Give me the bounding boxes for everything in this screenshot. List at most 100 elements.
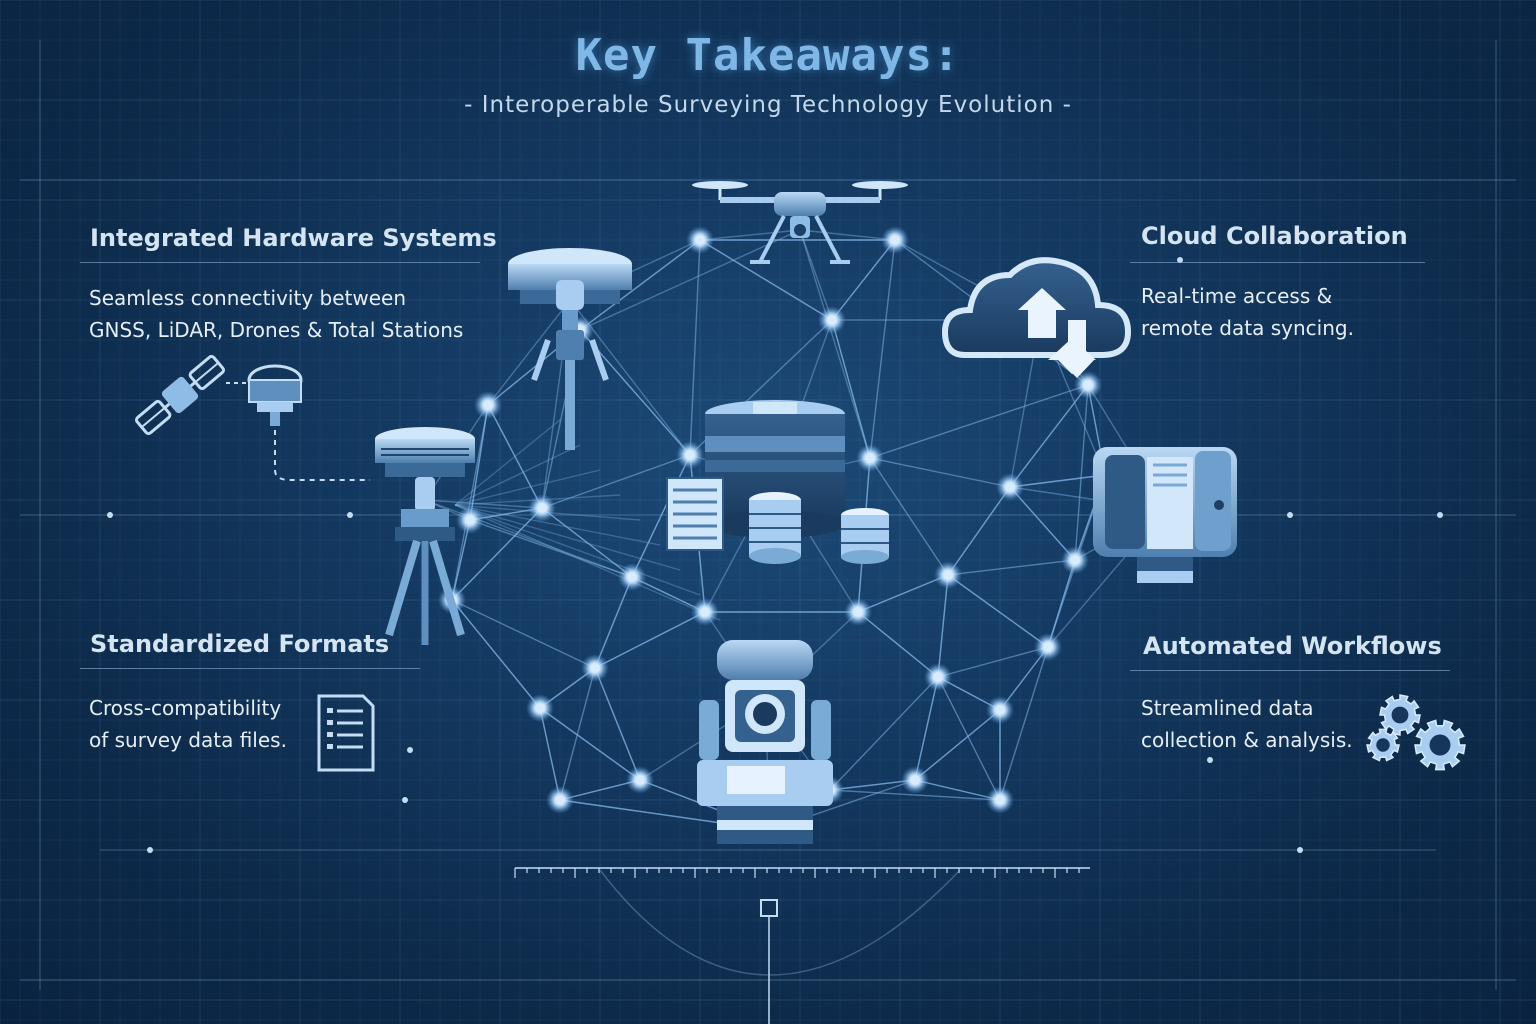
network-node	[910, 775, 920, 785]
gears-icon	[1366, 694, 1466, 771]
workflows-divider	[1130, 670, 1450, 671]
workflows-section-title: Automated Workflows	[1143, 632, 1442, 660]
network-node	[483, 400, 493, 410]
network-link	[424, 499, 543, 509]
network-link	[454, 504, 681, 571]
gnss-receiver-icon	[508, 248, 632, 450]
network-node	[555, 795, 565, 805]
network-link	[829, 789, 1001, 801]
gnss-tripod-icon	[375, 427, 475, 645]
network-link	[1009, 474, 1106, 488]
network-link	[799, 229, 896, 241]
gear-hub	[1391, 706, 1409, 724]
network-link	[869, 239, 896, 459]
network-link	[594, 611, 706, 669]
network-node	[695, 235, 705, 245]
network-node	[627, 572, 637, 582]
document-icon	[317, 694, 375, 772]
formats-section-desc: Cross-compatibility of survey data files…	[89, 692, 287, 756]
grid-marker	[107, 512, 113, 518]
network-link	[937, 574, 949, 678]
network-node	[995, 795, 1005, 805]
network-node	[465, 515, 475, 525]
network-link	[454, 504, 721, 621]
network-link	[454, 504, 661, 546]
network-link	[947, 559, 1076, 576]
network-node	[933, 672, 943, 682]
cloud-section-title: Cloud Collaboration	[1141, 222, 1408, 250]
network-link	[631, 454, 691, 578]
connector-dashed	[274, 430, 370, 481]
grid-marker	[1437, 512, 1443, 518]
network-link	[999, 646, 1049, 801]
lidar-scanner-icon	[1093, 447, 1237, 583]
grid-marker	[347, 512, 353, 518]
network-node	[635, 775, 645, 785]
network-node	[537, 503, 547, 513]
cloud-desc-line-2: remote data syncing.	[1141, 316, 1354, 340]
formats-divider	[80, 668, 420, 669]
cloud-section-desc: Real-time access & remote data syncing.	[1141, 280, 1354, 344]
network-link	[454, 444, 581, 506]
satellite-icon	[134, 354, 226, 436]
network-link	[829, 676, 939, 791]
network-link	[1009, 486, 1076, 561]
network-link	[559, 667, 596, 801]
network-link	[469, 519, 633, 578]
gear-hub	[1376, 738, 1390, 752]
network-link	[869, 457, 949, 576]
network-link	[829, 779, 916, 791]
gnss-antenna-icon	[247, 364, 303, 426]
page-title: Key Takeaways:	[575, 30, 961, 81]
network-link	[914, 676, 939, 781]
target-marker	[760, 899, 778, 917]
network-node	[1005, 482, 1015, 492]
network-link	[539, 707, 641, 781]
network-link	[451, 599, 596, 669]
network-link	[857, 611, 939, 678]
grid-marker	[1297, 847, 1303, 853]
network-link	[799, 229, 871, 459]
network-link	[539, 707, 561, 801]
network-link	[937, 646, 1049, 678]
network-link	[947, 486, 1011, 576]
network-node	[1083, 380, 1093, 390]
network-link	[454, 419, 561, 506]
cloud-divider	[1130, 262, 1425, 263]
network-link	[451, 599, 541, 709]
network-link	[487, 299, 571, 406]
network-node	[853, 607, 863, 617]
grid-marker	[407, 747, 413, 753]
network-link	[541, 454, 691, 509]
network-node	[890, 235, 900, 245]
network-link	[454, 469, 601, 506]
cloud-desc-line-1: Real-time access &	[1141, 284, 1333, 308]
network-link	[454, 504, 701, 596]
network-link	[487, 404, 543, 509]
network-node	[590, 663, 600, 673]
grid-marker	[147, 847, 153, 853]
network-link	[1074, 384, 1089, 561]
network-link	[914, 779, 1001, 801]
network-link	[914, 709, 1001, 781]
network-link	[451, 507, 543, 601]
network-link	[1009, 384, 1089, 488]
network-node	[685, 450, 695, 460]
network-link	[594, 667, 641, 781]
network-link	[699, 239, 833, 321]
network-link	[451, 404, 489, 601]
network-link	[857, 574, 949, 613]
grid-marker	[402, 797, 408, 803]
grid-marker	[1207, 757, 1213, 763]
network-link	[799, 229, 833, 321]
page-subtitle: - Interoperable Surveying Technology Evo…	[464, 92, 1072, 118]
central-data-hub-icon	[666, 400, 889, 564]
hardware-desc-line-2: GNSS, LiDAR, Drones & Total Stations	[89, 318, 464, 342]
grid-marker	[1287, 512, 1293, 518]
formats-desc-line-1: Cross-compatibility	[89, 696, 282, 720]
network-node	[827, 315, 837, 325]
formats-desc-line-2: of survey data files.	[89, 728, 287, 752]
hardware-section-title: Integrated Hardware Systems	[90, 224, 497, 252]
network-link	[699, 229, 801, 241]
